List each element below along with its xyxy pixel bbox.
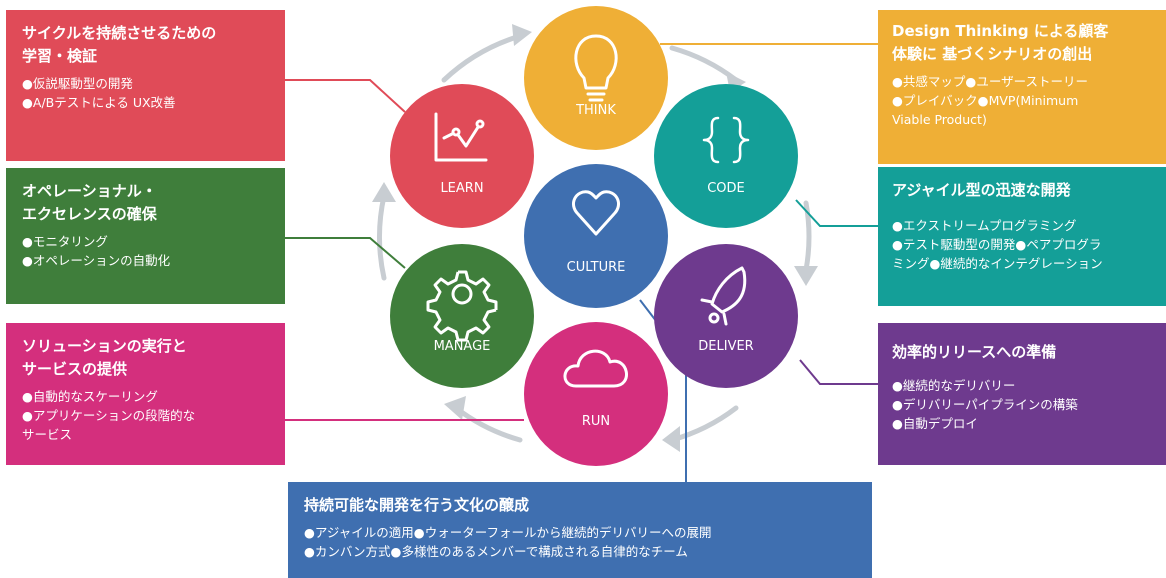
- circle-deliver: [654, 244, 798, 388]
- gear-icon: [426, 270, 498, 342]
- arrow-learn-think: [441, 33, 523, 83]
- code-box-item: ●テスト駆動型の開発●ペアプログラ: [892, 237, 1102, 252]
- manage-box: オペレーショナル・ エクセレンスの確保 ●モニタリング ●オペレーションの自動化: [6, 168, 285, 304]
- deliver-box-item: ●自動デプロイ: [892, 416, 978, 431]
- rocket-icon: [700, 266, 747, 326]
- manage-box-title: オペレーショナル・ エクセレンスの確保: [22, 182, 157, 223]
- circle-code: [654, 84, 798, 228]
- code-box: アジャイル型の迅速な開発 ●エクストリームプログラミング ●テスト駆動型の開発●…: [878, 167, 1166, 306]
- learn-box-title: サイクルを持続させるための 学習・検証: [22, 24, 217, 65]
- lightbulb-icon: [574, 34, 618, 102]
- cloud-icon: [563, 349, 628, 388]
- run-box-item: ●アプリケーションの段階的な: [22, 408, 196, 423]
- arrow-think-code: [669, 45, 739, 83]
- arrowhead-run: [662, 426, 680, 452]
- learn-box-item: ●A/Bテストによる UX改善: [22, 95, 176, 110]
- think-box: Design Thinking による顧客 体験に 基づくシナリオの創出 ●共感…: [878, 10, 1166, 164]
- culture-box: 持続可能な開発を行う文化の醸成 ●アジャイルの適用●ウォーターフォールから継続的…: [288, 482, 872, 578]
- code-box-item: ●エクストリームプログラミング: [892, 218, 1077, 233]
- manage-box-item: ●オペレーションの自動化: [22, 253, 171, 268]
- connector-code: [795, 199, 878, 227]
- cycle-arrowheads: [372, 24, 818, 452]
- think-box-item: ●プレイバック●MVP(Minimum: [892, 93, 1079, 108]
- connector-manage: [285, 237, 406, 269]
- connector-learn: [285, 79, 406, 113]
- run-box-item: ●自動的なスケーリング: [22, 389, 158, 404]
- run-box-item: サービス: [22, 427, 73, 442]
- circle-label-culture: CULTURE: [566, 260, 626, 275]
- manage-box-item: ●モニタリング: [22, 234, 108, 249]
- circle-label-think: THINK: [576, 103, 616, 118]
- think-box-item: ●共感マップ●ユーザーストーリー: [892, 74, 1088, 89]
- circle-label-run: RUN: [581, 414, 611, 429]
- circle-label-manage: MANAGE: [433, 339, 491, 354]
- deliver-box-item: ●デリバリーパイプラインの構築: [892, 397, 1078, 412]
- think-box-item: Viable Product): [892, 112, 987, 127]
- think-box-title: Design Thinking による顧客 体験に 基づくシナリオの創出: [892, 22, 1109, 63]
- circle-culture: [524, 164, 668, 308]
- learn-box-item: ●仮説駆動型の開発: [22, 76, 133, 91]
- circle-learn: [390, 84, 534, 228]
- arrowhead-manage: [444, 396, 466, 420]
- deliver-box-item: ●継続的なデリバリー: [892, 378, 1016, 393]
- run-box-title: ソリューションの実行と サービスの提供: [22, 337, 187, 378]
- culture-box-item: ●カンバン方式●多様性のあるメンバーで構成される自律的なチーム: [304, 544, 688, 559]
- arrowhead-deliver: [794, 266, 818, 286]
- circle-label-code: CODE: [707, 181, 745, 196]
- code-box-title: アジャイル型の迅速な開発: [892, 181, 1071, 199]
- circle-think: [524, 6, 668, 150]
- arrow-deliver-run: [669, 405, 739, 443]
- run-box: ソリューションの実行と サービスの提供 ●自動的なスケーリング ●アプリケーショ…: [6, 323, 285, 465]
- deliver-box: 効率的リリースへの準備 ●継続的なデリバリー ●デリバリーパイプラインの構築 ●…: [878, 323, 1166, 465]
- heart-icon: [572, 190, 620, 236]
- line-chart-icon: [434, 112, 488, 162]
- connector-deliver: [799, 359, 878, 385]
- culture-box-title: 持続可能な開発を行う文化の醸成: [304, 496, 530, 514]
- circle-run: [524, 322, 668, 466]
- deliver-box-title: 効率的リリースへの準備: [892, 343, 1057, 361]
- circle-label-deliver: DELIVER: [698, 339, 754, 354]
- circle-label-learn: LEARN: [440, 181, 484, 196]
- arrow-manage-learn: [377, 193, 387, 281]
- arrowhead-think: [512, 24, 532, 46]
- braces-icon: [702, 116, 750, 164]
- code-box-item: ミング●継続的なインテグレーション: [892, 256, 1103, 271]
- culture-box-item: ●アジャイルの適用●ウォーターフォールから継続的デリバリーへの展開: [304, 525, 712, 540]
- arrow-run-manage: [453, 405, 523, 443]
- learn-box: サイクルを持続させるための 学習・検証 ●仮説駆動型の開発 ●A/Bテストによる…: [6, 10, 285, 161]
- arrowhead-learn: [372, 182, 396, 202]
- circle-manage: [390, 244, 534, 388]
